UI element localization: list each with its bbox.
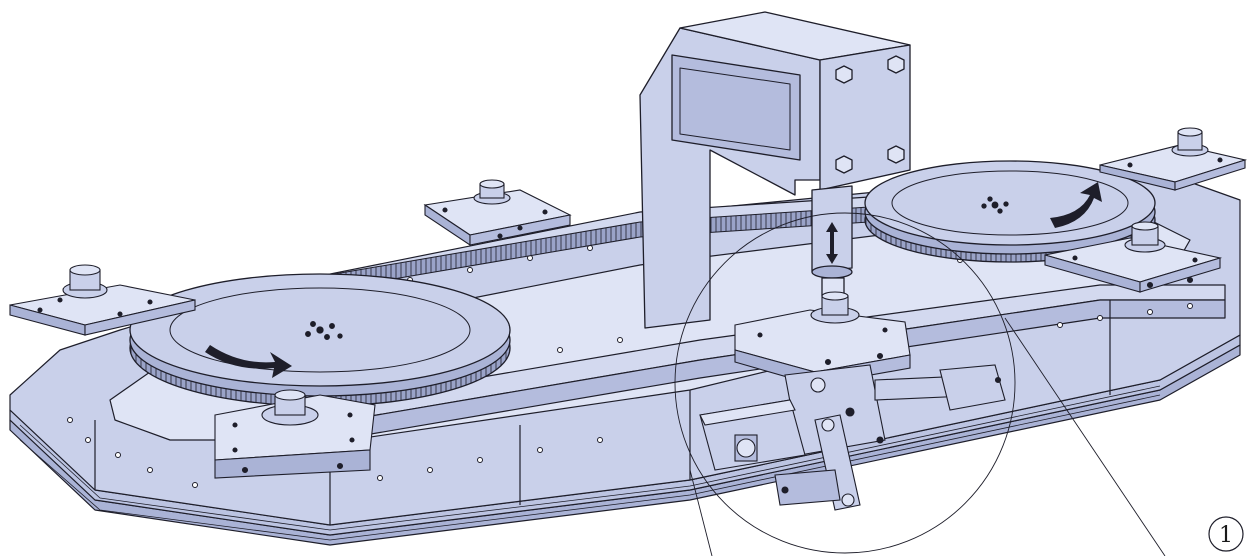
leader-line-right — [1004, 317, 1166, 556]
carriage-right-back — [1099, 127, 1248, 191]
right-hub-bolt-pattern — [981, 196, 1009, 214]
carriage-front-left — [214, 389, 376, 479]
callout-number: 1 — [1219, 523, 1233, 548]
detail-zoom-circle — [674, 212, 1016, 554]
carriage-left-back — [9, 264, 196, 336]
linear-actuator — [699, 364, 1006, 511]
curved-arrow-icon — [1050, 182, 1102, 228]
left-pulley-wheel — [129, 273, 511, 407]
carriage-back-middle — [423, 179, 572, 247]
curved-arrow-icon — [205, 345, 292, 378]
hex-nut-icon — [835, 55, 905, 174]
leader-line-left — [689, 469, 713, 556]
press-column — [639, 11, 911, 329]
left-hub-bolt-pattern — [305, 321, 343, 340]
double-arrow-vertical-icon — [826, 222, 838, 264]
carriage-right-front — [1044, 221, 1223, 293]
callout-circle — [1208, 516, 1244, 552]
callout-marker: 1 — [1208, 516, 1244, 552]
right-pulley-wheel — [864, 160, 1156, 263]
